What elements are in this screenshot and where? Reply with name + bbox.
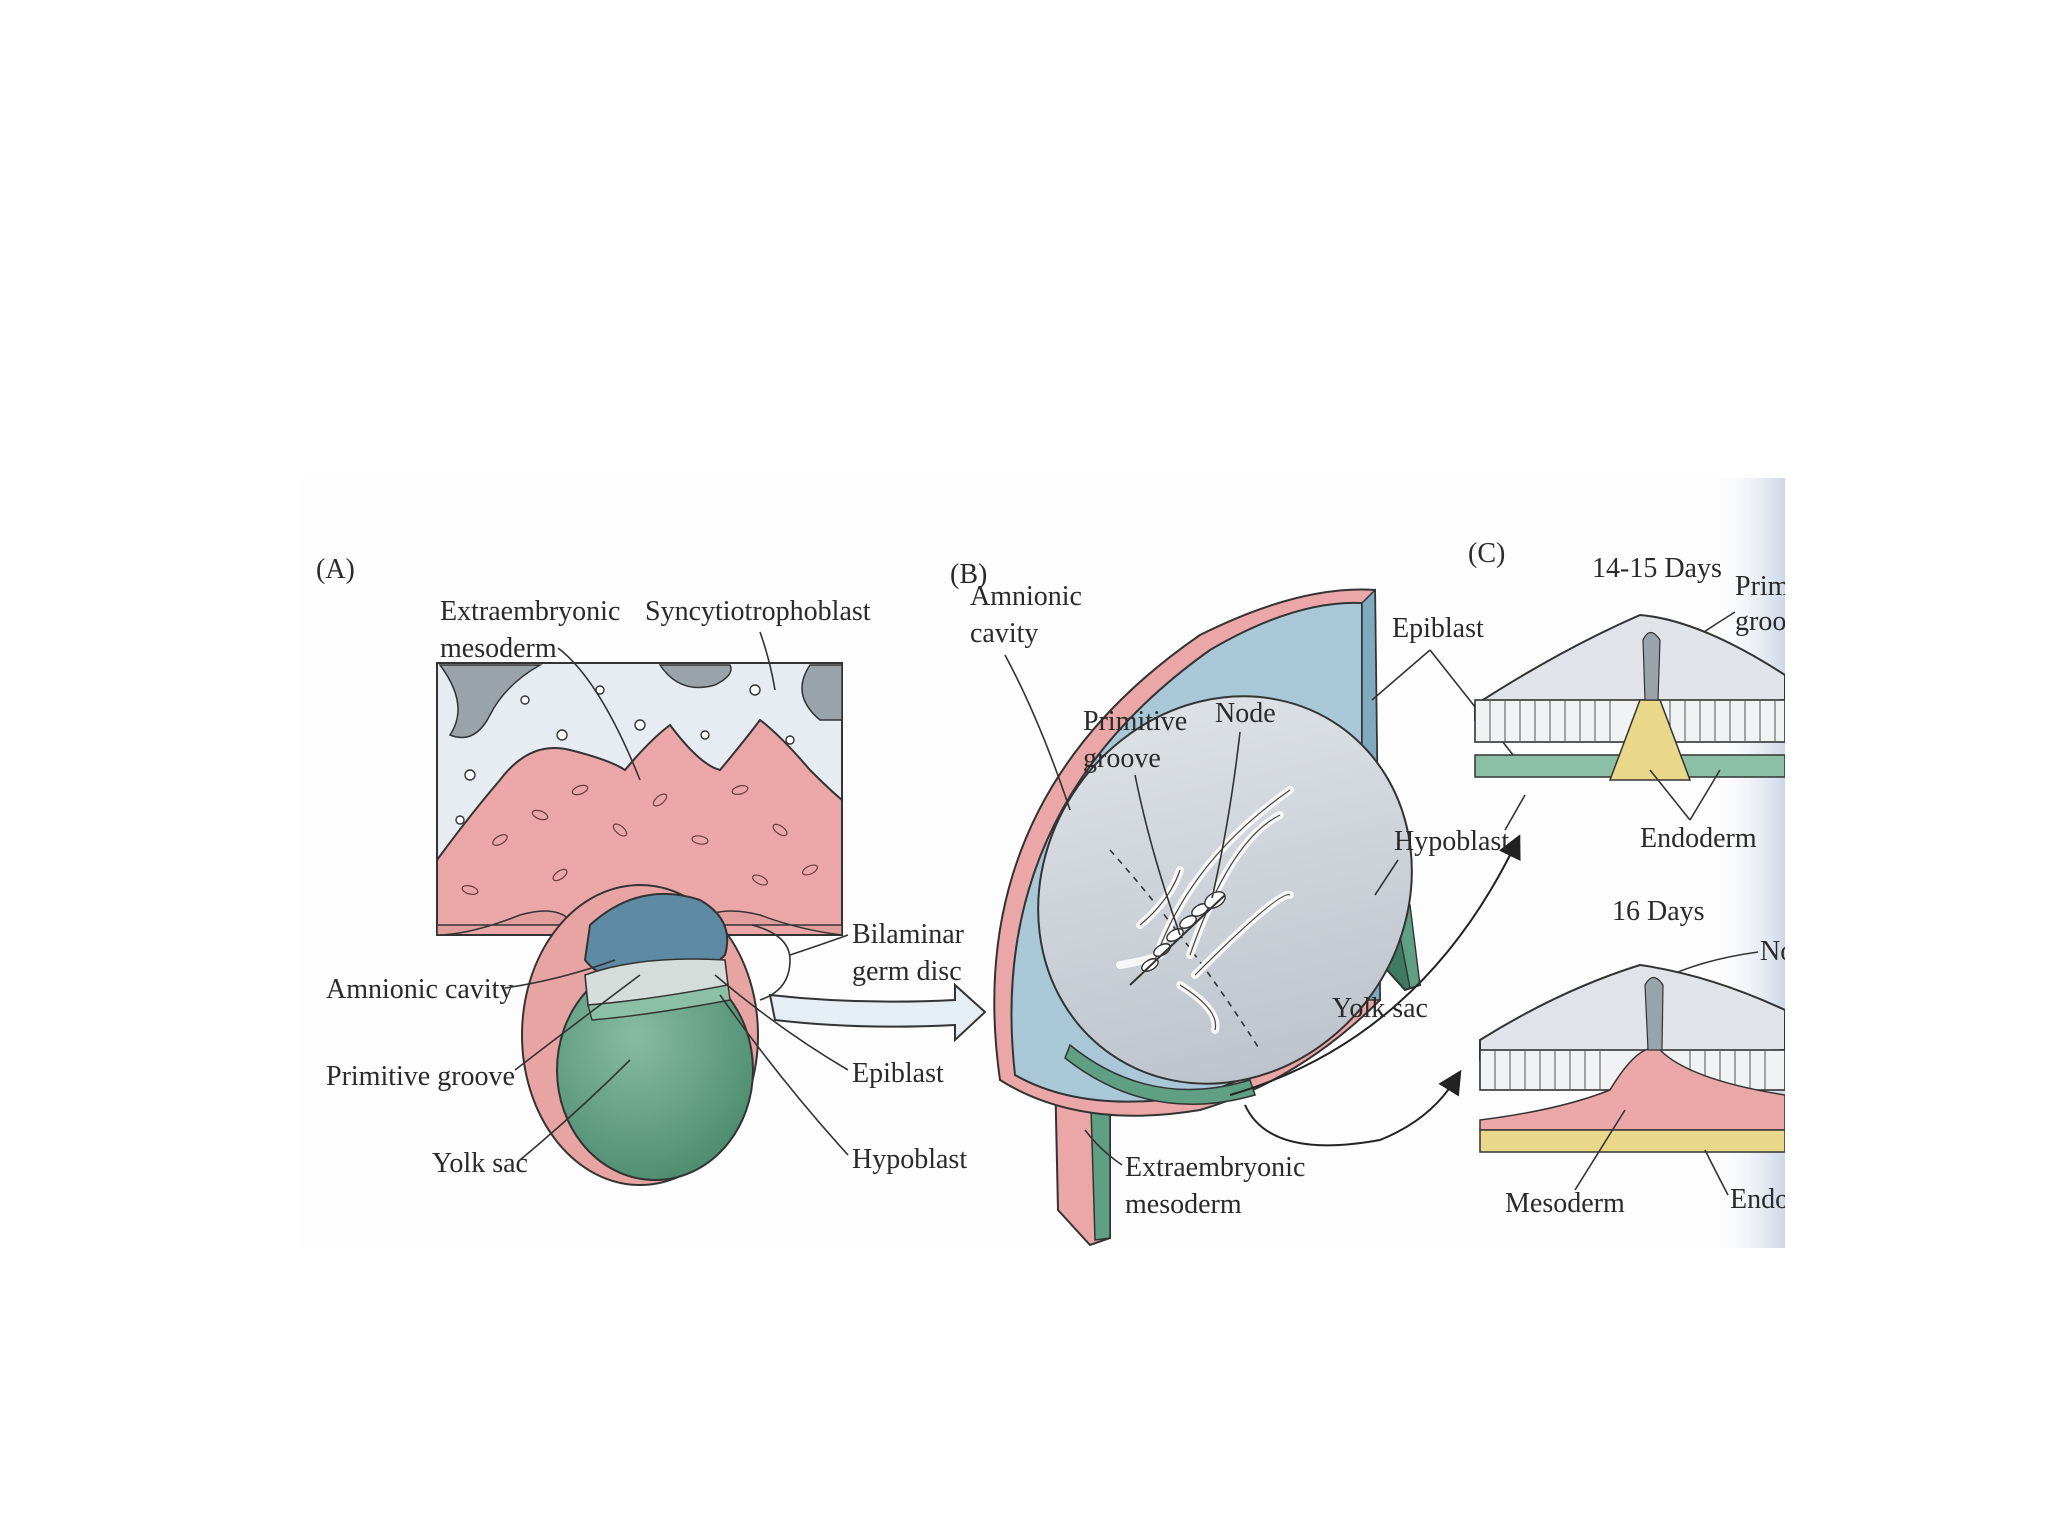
panel-c-label: (C) bbox=[1468, 538, 1505, 569]
label-bilaminar-germ-disc-1: Bilaminar bbox=[852, 919, 965, 950]
label-endoderm-top-c: Endoderm bbox=[1640, 823, 1757, 854]
label-extraembryonic-mesoderm-b-2: mesoderm bbox=[1125, 1189, 1242, 1220]
label-primitive-groove-b-1: Primitive bbox=[1083, 706, 1187, 737]
label-hypoblast-b: Hypoblast bbox=[1394, 826, 1509, 857]
label-bilaminar-germ-disc-2: germ disc bbox=[852, 956, 962, 987]
label-epiblast-b: Epiblast bbox=[1392, 613, 1484, 644]
node-pit-bottom-c bbox=[1645, 978, 1663, 1051]
label-yolk-sac-a: Yolk sac bbox=[432, 1148, 528, 1179]
label-epiblast-a: Epiblast bbox=[852, 1058, 944, 1089]
label-primitive-groove-a: Primitive groove bbox=[326, 1061, 515, 1092]
label-prim-groove-c-2: groo bbox=[1735, 606, 1786, 637]
endoderm-bottom-c bbox=[1480, 1130, 1785, 1152]
label-days-16: 16 Days bbox=[1612, 896, 1705, 927]
label-endoderm-bottom-c: Endo bbox=[1730, 1184, 1789, 1215]
label-node-b: Node bbox=[1215, 698, 1276, 729]
label-amnionic-cavity-b-1: Amnionic bbox=[970, 581, 1082, 612]
label-extraembryonic-mesoderm-a-1: Extraembryonic bbox=[440, 596, 620, 627]
primitive-groove-pit-top-c bbox=[1643, 633, 1660, 701]
label-amnionic-cavity-b-2: cavity bbox=[970, 618, 1038, 649]
label-prim-groove-c-1: Prim bbox=[1735, 571, 1790, 602]
panel-a-label: (A) bbox=[316, 554, 355, 585]
label-hypoblast-a: Hypoblast bbox=[852, 1144, 967, 1175]
label-amnionic-cavity-a: Amnionic cavity bbox=[326, 974, 513, 1005]
label-mesoderm-c: Mesoderm bbox=[1505, 1188, 1625, 1219]
label-primitive-groove-b-2: groove bbox=[1083, 743, 1161, 774]
label-days-14-15: 14-15 Days bbox=[1592, 553, 1722, 584]
label-extraembryonic-mesoderm-b-1: Extraembryonic bbox=[1125, 1152, 1305, 1183]
label-extraembryonic-mesoderm-a-2: mesoderm bbox=[440, 633, 557, 664]
label-yolk-sac-b: Yolk sac bbox=[1332, 993, 1428, 1024]
label-node-c: No bbox=[1760, 936, 1794, 967]
label-syncytiotrophoblast-a: Syncytiotrophoblast bbox=[645, 596, 871, 627]
